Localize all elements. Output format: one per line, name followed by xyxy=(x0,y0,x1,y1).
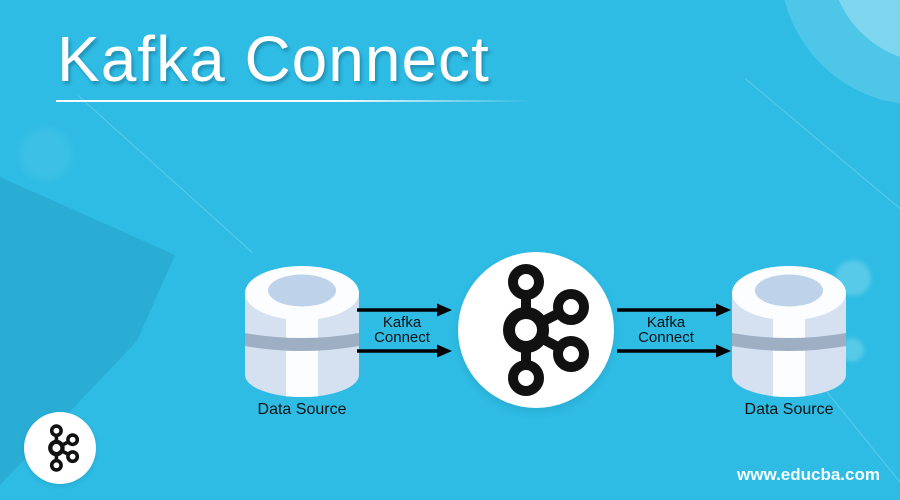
data-source-label: Data Source xyxy=(257,401,347,418)
website-url: www.educba.com xyxy=(737,465,880,484)
diagonal-line-decoration xyxy=(744,78,900,214)
kafka-logo-icon xyxy=(48,424,80,472)
arrow-left-bottom xyxy=(357,344,452,358)
kafka-connect-label-line2: Connect xyxy=(374,329,430,346)
kafka-connect-label-line1: Kafka xyxy=(646,314,686,331)
kafka-connect-label-right: Kafka Connect xyxy=(616,315,716,345)
data-source-label: Data Source xyxy=(744,401,834,418)
kafka-logo-badge xyxy=(24,412,96,484)
kafka-connect-label-line2: Connect xyxy=(638,329,694,346)
page-title: Kafka Connect xyxy=(57,23,490,95)
kafka-connect-label-left: Kafka Connect xyxy=(352,315,452,345)
kafka-hub xyxy=(458,252,614,408)
kafka-logo-icon xyxy=(503,264,589,396)
database-icon xyxy=(245,266,359,397)
kafka-connect-label-line1: Kafka xyxy=(382,314,422,331)
database-icon xyxy=(732,266,846,397)
arrow-right-bottom xyxy=(617,344,731,358)
title-underline xyxy=(56,100,532,102)
light-blob-decoration xyxy=(20,128,72,180)
